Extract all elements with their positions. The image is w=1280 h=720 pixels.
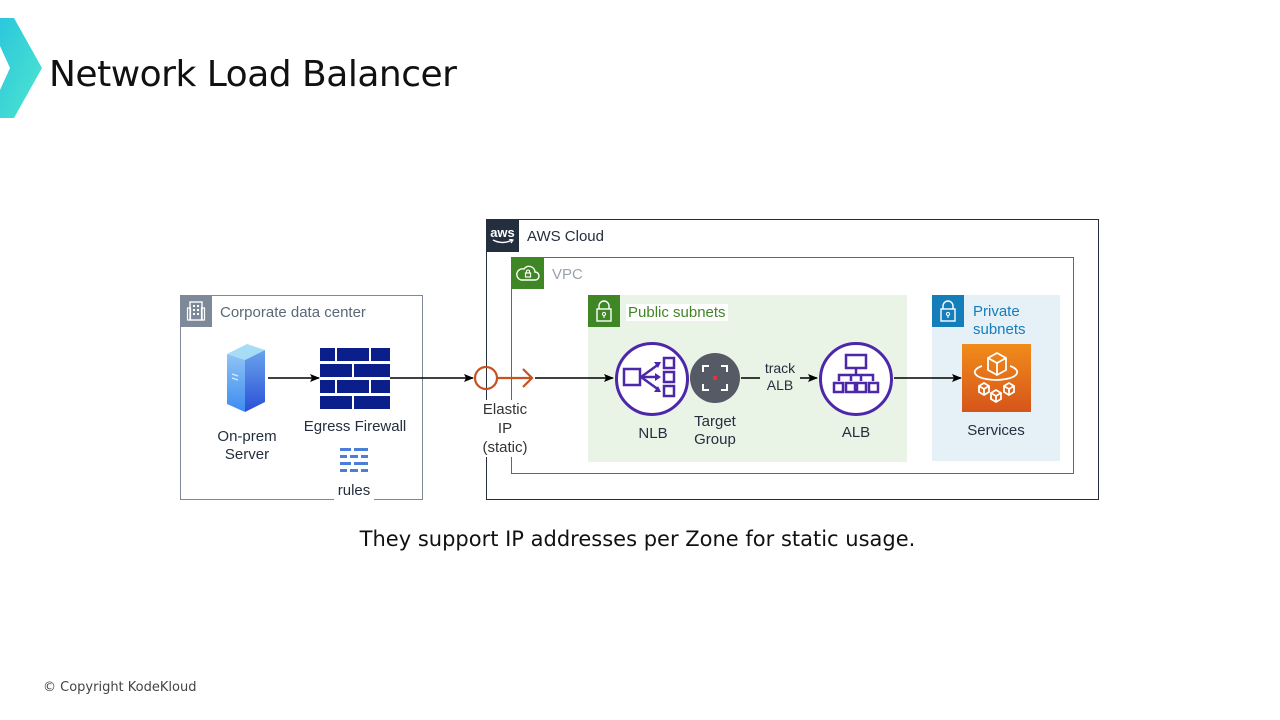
elastic-ip-label-line3: (static) bbox=[482, 439, 528, 456]
elastic-ip-label-line1: Elastic bbox=[482, 401, 528, 418]
public-subnet-lock-icon bbox=[588, 295, 620, 327]
corporate-data-center-title: Corporate data center bbox=[220, 304, 366, 321]
egress-firewall-label: Egress Firewall bbox=[303, 418, 407, 435]
corporate-data-center-group bbox=[180, 295, 423, 500]
aws-logo-icon: aws bbox=[486, 219, 519, 252]
firewall-rules-label: rules bbox=[334, 482, 374, 500]
target-group-label: Target Group bbox=[682, 413, 748, 449]
on-prem-server-label-line2: Server bbox=[224, 446, 270, 463]
elastic-ip-label-line2: IP bbox=[497, 420, 513, 437]
on-prem-server-label-line1: On-prem bbox=[217, 428, 277, 445]
vpc-title: VPC bbox=[552, 266, 583, 283]
firewall-rules-icon bbox=[340, 448, 368, 472]
private-subnets-title-line1: Private bbox=[973, 303, 1020, 320]
public-subnets-title: Public subnets bbox=[626, 304, 728, 321]
copyright-text: © Copyright KodeKloud bbox=[43, 680, 197, 695]
on-prem-server-label: On-prem Server bbox=[206, 428, 288, 464]
on-prem-server-icon bbox=[227, 344, 265, 412]
private-subnets-title: Private subnets bbox=[973, 303, 1026, 339]
slide-caption: They support IP addresses per Zone for s… bbox=[359, 527, 916, 551]
track-alb-edge-label: track ALB bbox=[760, 360, 800, 394]
corporate-building-icon bbox=[180, 295, 212, 327]
alb-icon bbox=[819, 342, 893, 416]
vpc-group bbox=[511, 257, 1074, 474]
track-alb-label-line2: ALB bbox=[766, 377, 794, 393]
private-subnet-lock-icon bbox=[932, 295, 964, 327]
vpc-cloud-lock-icon bbox=[511, 257, 544, 289]
nlb-icon bbox=[615, 342, 689, 416]
egress-firewall-icon bbox=[320, 348, 390, 409]
elastic-ip-label: Elastic IP (static) bbox=[474, 400, 536, 457]
slide-title: Network Load Balancer bbox=[49, 54, 457, 95]
services-label: Services bbox=[967, 422, 1025, 439]
services-container-icon bbox=[962, 344, 1031, 412]
target-group-label-line2: Group bbox=[694, 431, 736, 448]
aws-cloud-group bbox=[486, 219, 1099, 500]
kodekloud-chevron-logo bbox=[0, 18, 42, 118]
nlb-label: NLB bbox=[638, 425, 668, 442]
target-group-icon bbox=[690, 353, 740, 403]
aws-cloud-title: AWS Cloud bbox=[527, 228, 604, 245]
private-subnets-title-line2: subnets bbox=[973, 321, 1026, 338]
track-alb-label-line1: track bbox=[764, 360, 796, 376]
alb-label: ALB bbox=[841, 424, 871, 441]
target-group-label-line1: Target bbox=[694, 413, 736, 430]
aws-logo-text: aws bbox=[490, 224, 515, 240]
